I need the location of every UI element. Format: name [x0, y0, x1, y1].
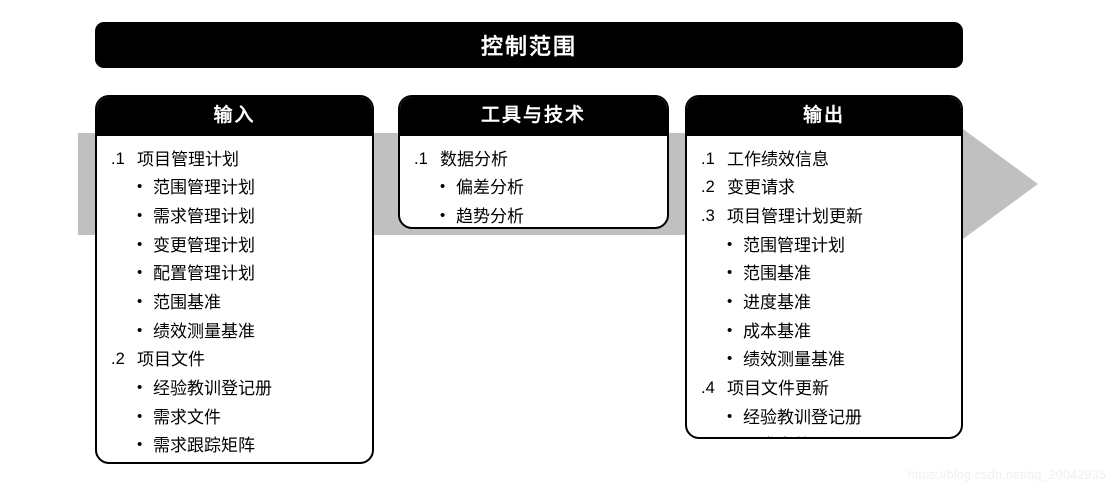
bullet-icon: • [440, 207, 446, 225]
item-label: 成本基准 [743, 321, 811, 341]
item-label: 需求管理计划 [153, 207, 255, 227]
bullet-icon: • [727, 407, 733, 425]
list-item: .1 项目管理计划 [109, 148, 362, 173]
bullet-icon: • [727, 264, 733, 282]
item-label: 范围管理计划 [743, 235, 845, 255]
list-item: • 偏差分析 [412, 176, 657, 201]
list-item: .3 工作绩效数据 [109, 463, 362, 464]
list-item: • 变更管理计划 [109, 234, 362, 259]
list-item: • 范围基准 [109, 291, 362, 316]
item-number: .3 [111, 463, 137, 464]
bullet-icon: • [727, 235, 733, 253]
item-label: 需求跟踪矩阵 [153, 436, 255, 456]
column-tools: 工具与技术 .1 数据分析 • 偏差分析 • 趋势分析 [398, 95, 669, 229]
list-item: .2 项目文件 [109, 348, 362, 373]
item-label: 经验教训登记册 [743, 407, 862, 427]
item-number: .4 [701, 378, 715, 397]
column-output-body: .1 工作绩效信息 .2 变更请求 .3 项目管理计划更新 • 范围管理计划 •… [687, 136, 961, 437]
list-item: • 范围管理计划 [699, 234, 951, 259]
item-label: 工作绩效信息 [727, 149, 829, 169]
column-tools-body: .1 数据分析 • 偏差分析 • 趋势分析 [400, 136, 667, 227]
bullet-icon: • [727, 350, 733, 368]
list-item: .3 项目管理计划更新 [699, 205, 951, 230]
list-item: • 需求文件 [109, 406, 362, 431]
list-item: .1 数据分析 [412, 148, 657, 173]
bullet-icon: • [727, 292, 733, 310]
column-output: 输出 .1 工作绩效信息 .2 变更请求 .3 项目管理计划更新 • 范围管理计… [685, 95, 963, 439]
bullet-icon: • [137, 407, 143, 425]
item-label: 项目文件更新 [727, 378, 829, 398]
column-input-header: 输入 [97, 97, 372, 136]
bullet-icon: • [137, 321, 143, 339]
item-label: 绩效测量基准 [743, 350, 845, 370]
item-label: 需求文件 [153, 407, 221, 427]
item-label: 配置管理计划 [153, 264, 255, 284]
item-number: .1 [111, 149, 125, 168]
bullet-icon: • [440, 178, 446, 196]
list-item: • 配置管理计划 [109, 262, 362, 287]
list-item: • 经验教训登记册 [109, 377, 362, 402]
bullet-icon: • [137, 207, 143, 225]
list-item: .2 变更请求 [699, 176, 951, 201]
list-item: • 绩效测量基准 [699, 348, 951, 373]
list-item: .4 项目文件更新 [699, 377, 951, 402]
list-item: • 趋势分析 [412, 205, 657, 227]
item-label: 项目管理计划更新 [727, 207, 863, 227]
list-item: • 成本基准 [699, 320, 951, 345]
list-item: • 绩效测量基准 [109, 320, 362, 345]
item-label: 经验教训登记册 [153, 378, 272, 398]
item-number: .1 [701, 149, 715, 168]
diagram-title-banner: 控制范围 [95, 22, 963, 68]
watermark: https://blog.csdn.net/qq_20042935 [907, 468, 1106, 482]
bullet-icon: • [137, 436, 143, 454]
bullet-icon: • [137, 235, 143, 253]
column-input-body: .1 项目管理计划 • 范围管理计划 • 需求管理计划 • 变更管理计划 • 配… [97, 136, 372, 464]
list-item: .1 工作绩效信息 [699, 148, 951, 173]
bullet-icon: • [727, 434, 743, 437]
item-label: 需求文件 [743, 434, 811, 437]
list-item: • 范围基准 [699, 262, 951, 287]
item-label: 数据分析 [440, 149, 508, 169]
item-label: 趋势分析 [456, 207, 524, 227]
list-item: • 需求跟踪矩阵 [109, 434, 362, 459]
item-label: 项目文件 [137, 350, 205, 370]
item-number: .1 [414, 149, 428, 168]
list-item: • 需求文件 [699, 434, 951, 437]
item-label: 绩效测量基准 [153, 321, 255, 341]
item-label: 偏差分析 [456, 178, 524, 198]
list-item: • 需求管理计划 [109, 205, 362, 230]
item-label: 进度基准 [743, 292, 811, 312]
list-item: • 范围管理计划 [109, 176, 362, 201]
item-label: 范围管理计划 [153, 178, 255, 198]
bullet-icon: • [137, 264, 143, 282]
item-label: 项目管理计划 [137, 149, 239, 169]
item-number: .2 [111, 350, 125, 369]
item-number: .3 [701, 207, 715, 226]
bullet-icon: • [727, 321, 733, 339]
item-label: 工作绩效数据 [137, 463, 239, 464]
list-item: • 进度基准 [699, 291, 951, 316]
column-tools-header: 工具与技术 [400, 97, 667, 136]
page-title: 控制范围 [480, 34, 577, 59]
item-label: 变更请求 [727, 178, 795, 198]
column-input: 输入 .1 项目管理计划 • 范围管理计划 • 需求管理计划 • 变更管理计划 … [95, 95, 374, 464]
item-label: 范围基准 [743, 264, 811, 284]
item-label: 变更管理计划 [153, 235, 255, 255]
bullet-icon: • [137, 178, 143, 196]
item-label: 范围基准 [153, 292, 221, 312]
bullet-icon: • [137, 292, 143, 310]
item-number: .2 [701, 178, 715, 197]
bullet-icon: • [137, 378, 143, 396]
column-output-header: 输出 [687, 97, 961, 136]
list-item: • 经验教训登记册 [699, 406, 951, 431]
